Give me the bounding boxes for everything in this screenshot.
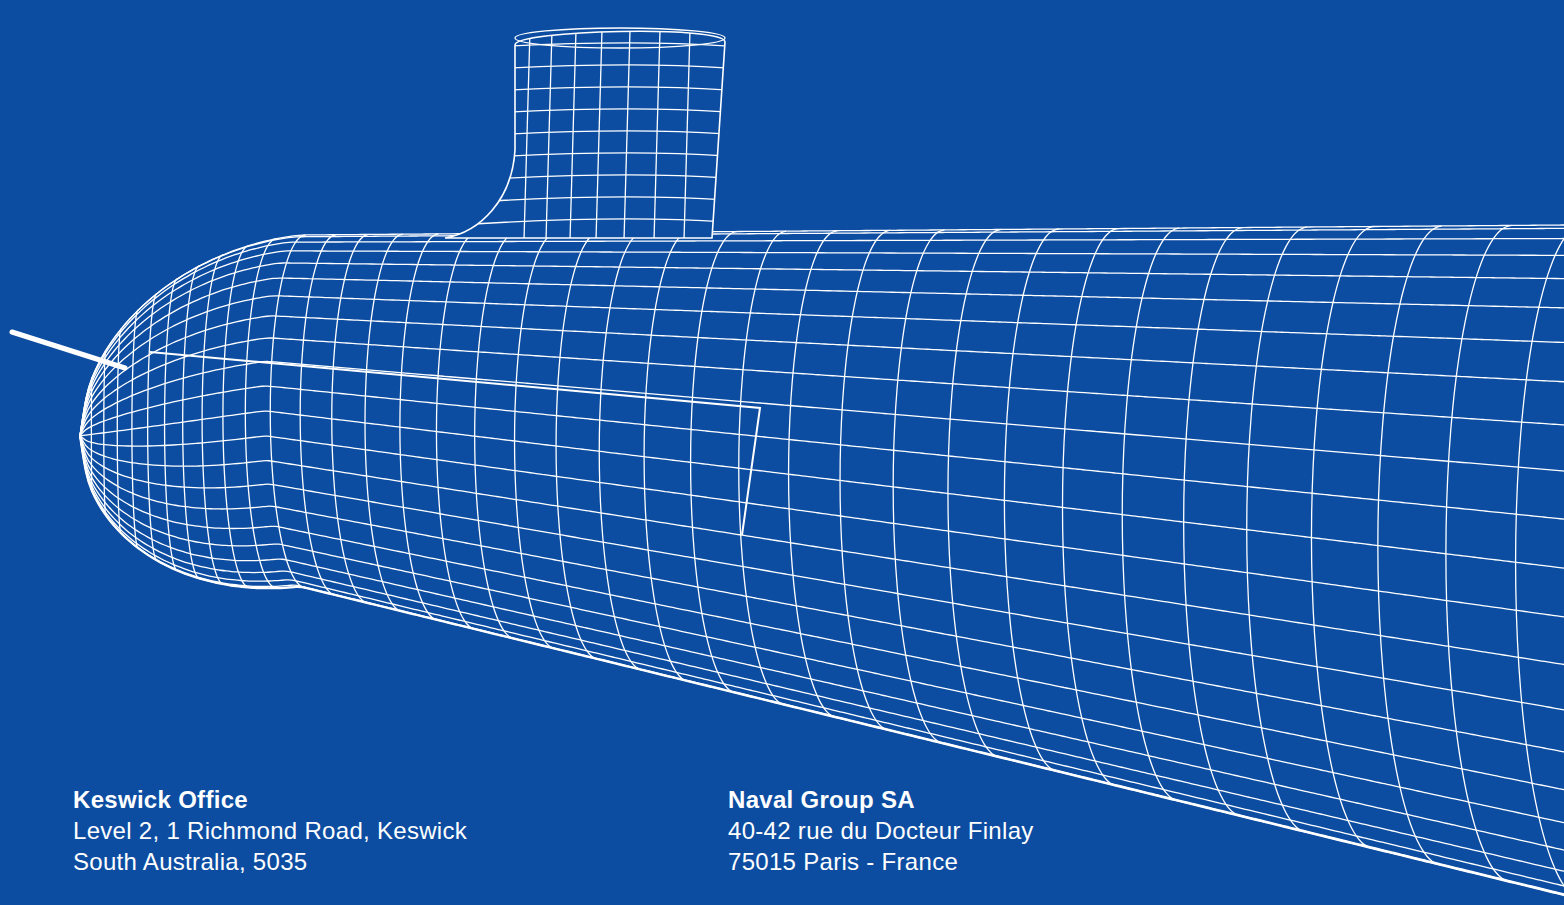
sail-line: [570, 30, 576, 240]
office-heading: Naval Group SA: [728, 784, 915, 815]
sonar-panel: [150, 352, 760, 535]
hull-line: [80, 316, 1564, 436]
hull-line: [80, 238, 1564, 436]
hull-ring: [739, 231, 786, 705]
hull-ring: [117, 329, 121, 534]
hull-ring: [1378, 226, 1442, 865]
hull-line: [80, 411, 1564, 575]
sail-outline: [445, 31, 725, 238]
hull-ring: [104, 350, 106, 515]
hull-line: [80, 224, 1564, 436]
sail-line: [596, 30, 602, 240]
hull-ring: [132, 310, 138, 548]
office-heading: Keswick Office: [73, 784, 248, 815]
hull-ring: [556, 233, 599, 660]
hull-ring: [644, 232, 689, 682]
hull-ring: [475, 233, 516, 639]
sail-line: [684, 30, 690, 240]
hull-ring: [148, 293, 157, 560]
hull-ring: [893, 230, 944, 744]
hull-line: [80, 436, 1564, 626]
sail-line: [430, 131, 740, 139]
hull-ring: [436, 234, 476, 630]
sail-line: [430, 219, 740, 227]
hull-ring: [1516, 225, 1564, 900]
sail-line: [624, 30, 630, 240]
address-line: South Australia, 5035: [73, 846, 307, 877]
hull-line: [80, 386, 1564, 525]
sail-line: [430, 65, 740, 73]
hull-ring: [1247, 227, 1307, 832]
address-line: Level 2, 1 Richmond Road, Keswick: [73, 815, 467, 846]
sail-cap: [515, 28, 725, 48]
sail-grid: [430, 28, 740, 240]
hull-ring: [1122, 228, 1179, 801]
sail-line: [430, 175, 740, 183]
sail-line: [430, 87, 740, 95]
hull-line: [80, 436, 1564, 841]
hull-ring: [332, 234, 369, 603]
sail-line: [524, 30, 530, 240]
hull-ring: [300, 235, 336, 596]
nose-sensor: [12, 332, 125, 368]
sail-line: [546, 30, 552, 240]
hull-ring: [365, 234, 403, 611]
hull-line: [80, 362, 1564, 477]
hull-ring: [691, 232, 737, 694]
hull-ring: [599, 232, 643, 670]
sail-line: [430, 197, 740, 205]
hull-ring: [1062, 229, 1118, 787]
address-line: 40-42 rue du Docteur Finlay: [728, 815, 1034, 846]
hull-ring: [183, 266, 200, 579]
hull-line: [80, 436, 1564, 806]
hull-ring: [400, 234, 439, 620]
hull-ring: [515, 233, 557, 649]
hull-ring: [165, 279, 178, 571]
hull-ring: [1184, 228, 1243, 817]
address-line: 75015 Paris - France: [728, 846, 958, 877]
hull-ring: [91, 377, 93, 492]
hull-ring: [1446, 225, 1512, 882]
hull-ring: [948, 229, 1001, 757]
sail-line: [430, 153, 740, 161]
hull-ring: [1004, 229, 1058, 772]
hull-line: [80, 228, 1564, 436]
hull-grid: [80, 224, 1564, 905]
hull-ring: [789, 231, 838, 718]
hull-ring: [1311, 227, 1373, 849]
hull-ring: [245, 239, 276, 588]
hull-line: [80, 436, 1564, 871]
hull-ring: [840, 230, 890, 730]
sail-line: [654, 30, 660, 240]
sail-line: [430, 109, 740, 117]
hull-ring: [202, 255, 223, 585]
